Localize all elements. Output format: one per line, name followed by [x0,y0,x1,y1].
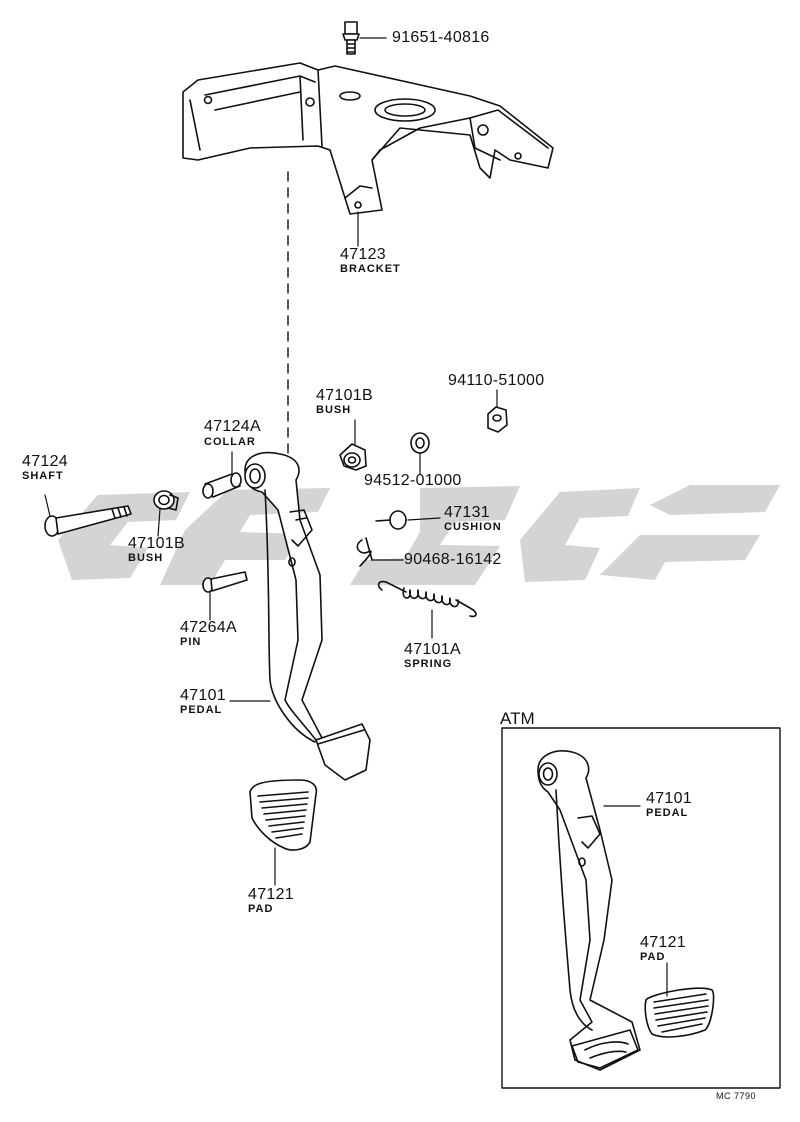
watermark-shape-4 [520,488,640,582]
line-art [44,21,781,1089]
nut [487,389,508,433]
label-washer-number: 94512-01000 [364,472,462,489]
label-shaft-name: SHAFT [22,470,64,482]
clip [356,537,404,567]
label-clip-number: 90468-16142 [404,551,502,568]
label-cushion-name: CUSHION [444,521,502,533]
bush-lower [153,490,179,537]
main-pedal [229,451,371,781]
collar [202,451,242,499]
bush-upper [339,419,367,471]
label-spring-number: 47101A [404,641,461,658]
label-bolt-top-number: 91651-40816 [392,29,490,46]
label-shaft-number: 47124 [22,453,68,470]
washer [410,432,430,475]
label-bush-lower-number: 47101B [128,535,185,552]
diagram-code: MC 7790 [716,1091,757,1101]
label-pedal-name: PEDAL [180,704,223,716]
label-spring-name: SPRING [404,658,453,670]
label-atm-pad-name: PAD [640,951,666,963]
main-pad [249,779,318,886]
label-bush-upper-number: 47101B [316,387,373,404]
pin [202,571,248,621]
label-atm-pad-number: 47121 [640,934,686,951]
label-atm-pedal-number: 47101 [646,790,692,807]
label-nut-number: 94110-51000 [448,372,545,389]
atm-box [501,727,781,1089]
label-bush-upper-name: BUSH [316,404,352,416]
label-bracket-name: BRACKET [340,263,401,275]
label-bracket-number: 47123 [340,246,386,263]
label-atm-pedal-name: PEDAL [646,807,689,819]
atm-pad [644,962,715,1038]
label-bush-lower-name: BUSH [128,552,164,564]
watermark-logo [58,485,780,585]
label-cushion-number: 47131 [444,504,490,521]
shaft [44,494,132,537]
watermark-shape-5 [600,535,760,580]
cushion [375,510,441,530]
label-pad-name: PAD [248,903,274,915]
label-pin-name: PIN [180,636,202,648]
label-pad-number: 47121 [248,886,294,903]
atm-pedal [537,750,641,1071]
label-pin-number: 47264A [180,619,237,636]
label-collar-name: COLLAR [204,436,256,448]
bolt-top [342,21,387,55]
spring [377,580,477,639]
watermark-shape-3 [350,486,520,585]
bracket [182,62,554,247]
watermark-shape-6 [650,485,780,515]
label-pedal-number: 47101 [180,687,226,704]
atm-title: ATM [500,709,535,728]
label-collar-number: 47124A [204,418,261,435]
